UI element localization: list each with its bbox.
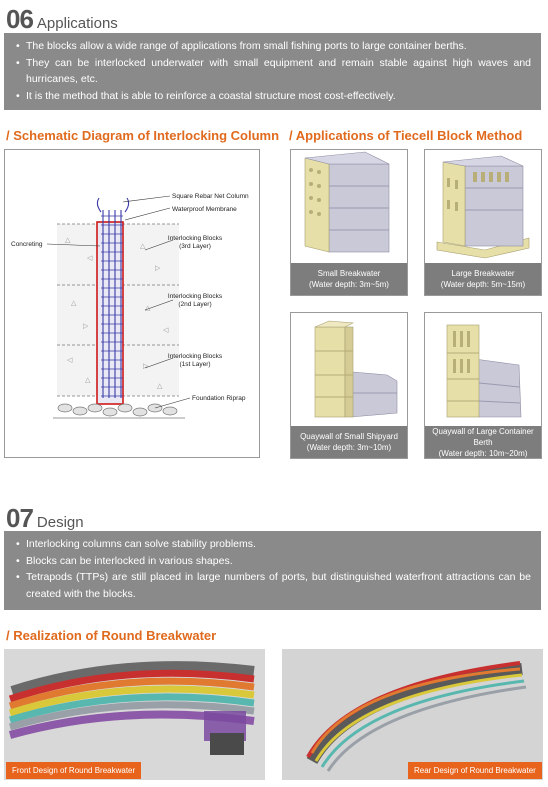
schematic-heading: / Schematic Diagram of Interlocking Colu… <box>6 128 280 143</box>
container-berth-caption: Quaywall of Large Container Berth (Water… <box>425 426 541 458</box>
large-breakwater-caption: Large Breakwater (Water depth: 5m~15m) <box>425 263 541 295</box>
applications-bullet-3: It is the method that is able to reinfor… <box>16 88 531 105</box>
svg-text:◁: ◁ <box>163 327 169 334</box>
app-card-large-breakwater: Large Breakwater (Water depth: 5m~15m) <box>424 149 542 296</box>
large-breakwater-image <box>425 150 541 263</box>
small-shipyard-name: Quaywall of Small Shipyard <box>300 432 398 441</box>
label-rebar: Square Rebar Net Column <box>172 193 249 200</box>
small-breakwater-image <box>291 150 407 263</box>
container-berth-name: Quaywall of Large Container Berth <box>432 426 534 447</box>
small-shipyard-depth: (Water depth: 3m~10m) <box>306 443 392 452</box>
svg-text:△: △ <box>85 377 91 384</box>
container-berth-image <box>425 313 541 426</box>
svg-text:▷: ▷ <box>143 363 149 370</box>
design-bullet-box: Interlocking columns can solve stability… <box>4 531 541 610</box>
rear-design-caption: Rear Design of Round Breakwater <box>408 762 542 779</box>
large-breakwater-depth: (Water depth: 5m~15m) <box>440 280 526 289</box>
label-layer3-title: Interlocking Blocks <box>168 235 223 242</box>
section-06-number: 06 <box>6 4 34 34</box>
label-layer2-sub: (2nd Layer) <box>178 301 211 308</box>
section-06-title: 06 Applications <box>6 4 118 35</box>
design-bullet-2: Blocks can be interlocked in various sha… <box>16 553 531 570</box>
small-breakwater-name: Small Breakwater <box>317 269 381 278</box>
applications-bullet-box: The blocks allow a wide range of applica… <box>4 33 541 110</box>
app-card-small-breakwater: Small Breakwater (Water depth: 3m~5m) <box>290 149 408 296</box>
svg-text:△: △ <box>145 305 151 312</box>
label-concreting: Concreting <box>11 241 43 248</box>
section-07-title: 07 Design <box>6 503 84 534</box>
rear-design-render <box>282 649 543 780</box>
app-card-small-shipyard: Quaywall of Small Shipyard (Water depth:… <box>290 312 408 459</box>
large-breakwater-name: Large Breakwater <box>451 269 515 278</box>
svg-text:▷: ▷ <box>155 265 161 272</box>
design-bullet-3: Tetrapods (TTPs) are still placed in lar… <box>16 569 531 602</box>
label-layer1-sub: (1st Layer) <box>179 361 210 368</box>
container-berth-depth: (Water depth: 10m~20m) <box>438 448 528 458</box>
front-design-render <box>4 649 265 780</box>
section-07-name: Design <box>36 514 84 531</box>
front-design-caption: Front Design of Round Breakwater <box>6 762 142 779</box>
section-06-name: Applications <box>36 15 118 32</box>
svg-text:△: △ <box>71 300 77 307</box>
applications-bullet-1: The blocks allow a wide range of applica… <box>16 38 531 55</box>
small-shipyard-image <box>291 313 407 426</box>
small-shipyard-caption: Quaywall of Small Shipyard (Water depth:… <box>291 426 407 458</box>
svg-text:◁: ◁ <box>87 255 93 262</box>
svg-text:▷: ▷ <box>83 323 89 330</box>
label-riprap: Foundation Riprap <box>192 395 246 402</box>
label-layer2-title: Interlocking Blocks <box>168 293 223 300</box>
realization-heading: / Realization of Round Breakwater <box>6 628 217 643</box>
small-breakwater-depth: (Water depth: 3m~5m) <box>309 280 389 289</box>
svg-text:△: △ <box>65 237 71 244</box>
svg-text:△: △ <box>140 243 146 250</box>
label-membrane: Waterproof Membrane <box>172 206 237 213</box>
app-card-container-berth: Quaywall of Large Container Berth (Water… <box>424 312 542 459</box>
small-breakwater-caption: Small Breakwater (Water depth: 3m~5m) <box>291 263 407 295</box>
label-layer3-sub: (3rd Layer) <box>179 243 211 250</box>
design-bullet-1: Interlocking columns can solve stability… <box>16 536 531 553</box>
svg-text:△: △ <box>157 383 163 390</box>
schematic-diagram: △ ◁ △ ▷ △ ▷ △ ◁ ◁ △ ▷ △ <box>4 149 260 458</box>
label-layer1-title: Interlocking Blocks <box>168 353 223 360</box>
applications-bullet-2: They can be interlocked underwater with … <box>16 55 531 88</box>
svg-text:◁: ◁ <box>67 357 73 364</box>
section-07-number: 07 <box>6 503 34 533</box>
applications-heading: / Applications of Tiecell Block Method <box>289 128 523 143</box>
